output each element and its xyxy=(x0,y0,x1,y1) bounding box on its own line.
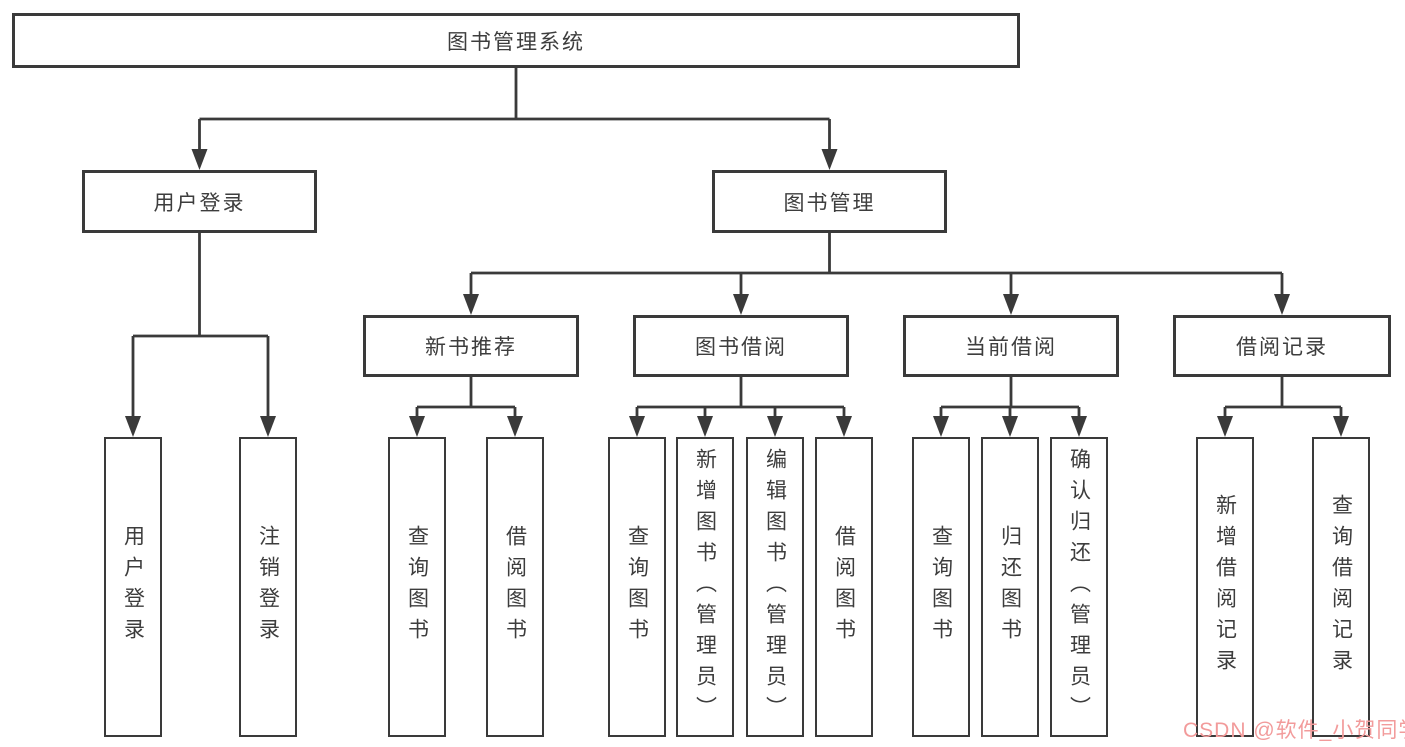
arrowhead-icon xyxy=(629,416,645,437)
node-book-borrow: 图书借阅 xyxy=(633,315,849,377)
arrowhead-icon xyxy=(409,416,425,437)
node-label: 注销登录 xyxy=(256,525,280,649)
node-book-mgmt: 图书管理 xyxy=(712,170,947,233)
node-user-login: 用户登录 xyxy=(82,170,317,233)
connector-path xyxy=(469,233,1284,300)
node-leaf-borrow-book-bb: 借阅图书 xyxy=(815,437,873,737)
arrowhead-icon xyxy=(1071,416,1087,437)
node-leaf-query-borrow-record: 查询借阅记录 xyxy=(1312,437,1370,737)
node-label: 用户登录 xyxy=(153,191,246,215)
node-label: 新书推荐 xyxy=(425,336,517,359)
arrowhead-icon xyxy=(463,294,479,315)
node-leaf-query-book-nbr: 查询图书 xyxy=(388,437,446,737)
node-label: 图书借阅 xyxy=(695,336,787,359)
node-leaf-add-book: 新增图书（管理员） xyxy=(676,437,734,737)
connector-path xyxy=(1223,377,1343,422)
watermark: CSDN @软件_小贺同学 xyxy=(1183,719,1405,742)
arrowhead-icon xyxy=(767,416,783,437)
arrowhead-icon xyxy=(1003,294,1019,315)
connector-path xyxy=(939,377,1081,422)
node-label: 查询借阅记录 xyxy=(1329,494,1353,680)
node-leaf-edit-book: 编辑图书（管理员） xyxy=(746,437,804,737)
node-label: 借阅记录 xyxy=(1236,336,1328,359)
connector-path xyxy=(415,377,517,422)
node-leaf-query-book-cb: 查询图书 xyxy=(912,437,970,737)
node-root: 图书管理系统 xyxy=(12,13,1020,68)
node-label: 查询图书 xyxy=(929,525,953,649)
connector-path xyxy=(635,377,846,422)
arrowhead-icon xyxy=(260,416,276,437)
node-leaf-query-book-bb: 查询图书 xyxy=(608,437,666,737)
arrowhead-icon xyxy=(1217,416,1233,437)
arrowhead-icon xyxy=(821,149,838,170)
node-label: 查询图书 xyxy=(625,525,649,649)
arrowhead-icon xyxy=(1002,416,1018,437)
node-label: 借阅图书 xyxy=(832,525,856,649)
node-label: 查询图书 xyxy=(405,525,429,649)
arrowhead-icon xyxy=(1333,416,1349,437)
arrowhead-icon xyxy=(191,149,208,170)
arrowhead-icon xyxy=(933,416,949,437)
connector-path xyxy=(198,68,831,155)
arrowhead-icon xyxy=(125,416,141,437)
node-label: 归还图书 xyxy=(998,525,1022,649)
arrowhead-icon xyxy=(507,416,523,437)
node-label: 新增图书（管理员） xyxy=(693,447,717,727)
node-label: 图书管理系统 xyxy=(447,30,585,54)
node-leaf-confirm-return: 确认归还（管理员） xyxy=(1050,437,1108,737)
node-label: 当前借阅 xyxy=(965,336,1057,359)
node-leaf-borrow-book-nbr: 借阅图书 xyxy=(486,437,544,737)
node-leaf-add-borrow-record: 新增借阅记录 xyxy=(1196,437,1254,737)
arrowhead-icon xyxy=(836,416,852,437)
node-current-borrow: 当前借阅 xyxy=(903,315,1119,377)
node-label: 用户登录 xyxy=(121,525,145,649)
node-new-book-rec: 新书推荐 xyxy=(363,315,579,377)
arrowhead-icon xyxy=(1274,294,1290,315)
node-leaf-logout: 注销登录 xyxy=(239,437,297,737)
connector-path xyxy=(131,233,270,422)
node-label: 借阅图书 xyxy=(503,525,527,649)
arrowhead-icon xyxy=(733,294,749,315)
node-label: 图书管理 xyxy=(783,191,876,215)
node-label: 编辑图书（管理员） xyxy=(763,447,787,727)
node-label: 新增借阅记录 xyxy=(1213,494,1237,680)
node-label: 确认归还（管理员） xyxy=(1067,447,1091,727)
node-borrow-record: 借阅记录 xyxy=(1173,315,1391,377)
node-leaf-return-book: 归还图书 xyxy=(981,437,1039,737)
node-leaf-user-login: 用户登录 xyxy=(104,437,162,737)
arrowhead-icon xyxy=(697,416,713,437)
